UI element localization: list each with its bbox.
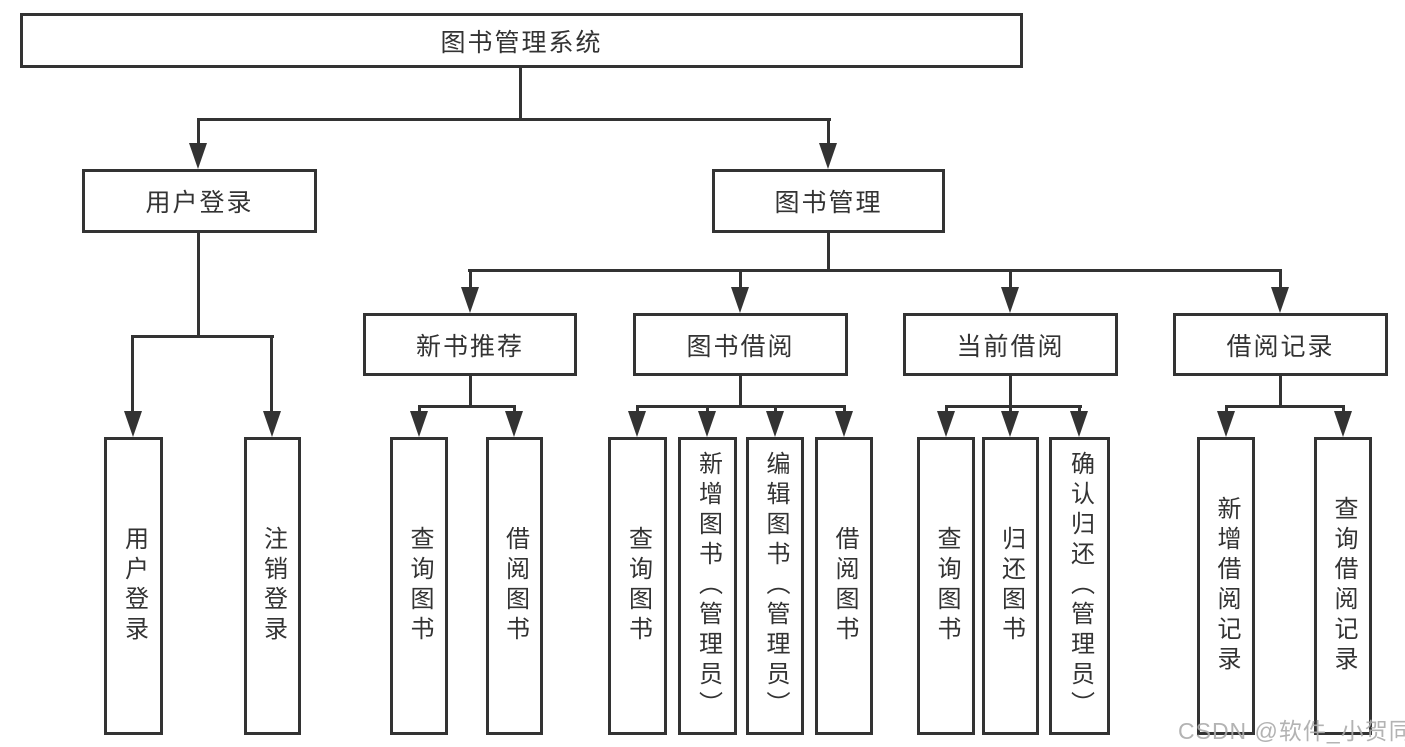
leaf-query-borrow-record: 查询借阅记录 xyxy=(1314,437,1372,735)
node-book-management: 图书管理 xyxy=(712,169,945,233)
connector-group1-c2-shaft xyxy=(513,405,516,415)
leaf-logout: 注销登录 xyxy=(244,437,301,735)
connector-group4-stem xyxy=(1279,374,1282,407)
connector-group3-c1-shaft xyxy=(945,405,948,415)
connector-level3-bar xyxy=(468,269,1282,272)
leaf-query-books-2: 查询图书 xyxy=(608,437,667,735)
connector-user-login-bar xyxy=(131,335,274,338)
connector-new-books-shaft xyxy=(469,269,472,289)
leaf-add-borrow-record: 新增借阅记录 xyxy=(1197,437,1255,735)
connector-group4-c1-shaft xyxy=(1225,405,1228,415)
arrow-group4-c1 xyxy=(1217,411,1235,437)
connector-user-login-stem xyxy=(197,231,200,337)
leaf-borrow-books-1: 借阅图书 xyxy=(486,437,543,735)
connector-group1-bar xyxy=(418,405,516,408)
connector-group2-bar xyxy=(636,405,846,408)
connector-group2-c2-shaft xyxy=(706,405,709,415)
leaf-add-books-admin: 新增图书（管理员） xyxy=(678,437,737,735)
connector-group2-c3-shaft xyxy=(774,405,777,415)
arrow-group3-c2 xyxy=(1001,411,1019,437)
connector-group4-bar xyxy=(1225,405,1345,408)
leaf-edit-books-admin: 编辑图书（管理员） xyxy=(746,437,804,735)
node-borrowing-records: 借阅记录 xyxy=(1173,313,1388,376)
connector-leaf-login-shaft xyxy=(131,335,134,413)
connector-current-borrow-shaft xyxy=(1009,269,1012,289)
arrow-group3-c3 xyxy=(1070,411,1088,437)
arrow-to-new-books xyxy=(461,287,479,313)
arrow-group4-c2 xyxy=(1334,411,1352,437)
leaf-return-books: 归还图书 xyxy=(982,437,1039,735)
connector-book-mgmt-shaft xyxy=(827,118,830,146)
connector-borrow-records-shaft xyxy=(1279,269,1282,289)
connector-group3-bar xyxy=(945,405,1082,408)
arrow-to-book-borrow xyxy=(731,287,749,313)
node-book-borrowing: 图书借阅 xyxy=(633,313,848,376)
arrow-group3-c1 xyxy=(937,411,955,437)
node-current-borrowing: 当前借阅 xyxy=(903,313,1118,376)
connector-group1-stem xyxy=(469,374,472,407)
arrow-group2-c1 xyxy=(628,411,646,437)
connector-leaf-logout-shaft xyxy=(270,335,273,413)
node-user-login: 用户登录 xyxy=(82,169,317,233)
node-library-system: 图书管理系统 xyxy=(20,13,1023,68)
arrow-to-current-borrow xyxy=(1001,287,1019,313)
leaf-user-login: 用户登录 xyxy=(104,437,163,735)
arrow-group1-c1 xyxy=(410,411,428,437)
arrow-to-user-login xyxy=(189,143,207,169)
leaf-query-books-3: 查询图书 xyxy=(917,437,975,735)
connector-root-stem xyxy=(519,66,522,120)
connector-group4-c2-shaft xyxy=(1342,405,1345,415)
connector-user-login-shaft xyxy=(197,118,200,146)
connector-group2-c1-shaft xyxy=(636,405,639,415)
connector-group3-c2-shaft xyxy=(1009,405,1012,415)
arrow-group2-c3 xyxy=(766,411,784,437)
arrow-to-borrow-records xyxy=(1271,287,1289,313)
arrow-to-leaf-logout xyxy=(263,411,281,437)
leaf-confirm-return-admin: 确认归还（管理员） xyxy=(1049,437,1110,735)
arrow-to-book-mgmt xyxy=(819,143,837,169)
connector-group3-stem xyxy=(1009,374,1012,407)
connector-book-mgmt-stem xyxy=(827,231,830,271)
csdn-watermark: CSDN @软件_小贺同学 xyxy=(1178,718,1405,744)
connector-group1-c1-shaft xyxy=(418,405,421,415)
arrow-to-leaf-login xyxy=(124,411,142,437)
connector-group2-c4-shaft xyxy=(843,405,846,415)
connector-level2-bar xyxy=(197,118,831,121)
connector-book-borrow-shaft xyxy=(739,269,742,289)
arrow-group2-c4 xyxy=(835,411,853,437)
node-new-book-recommend: 新书推荐 xyxy=(363,313,577,376)
leaf-query-books-1: 查询图书 xyxy=(390,437,448,735)
connector-group2-stem xyxy=(739,374,742,407)
arrow-group1-c2 xyxy=(505,411,523,437)
arrow-group2-c2 xyxy=(698,411,716,437)
leaf-borrow-books-2: 借阅图书 xyxy=(815,437,873,735)
connector-group3-c3-shaft xyxy=(1078,405,1081,415)
